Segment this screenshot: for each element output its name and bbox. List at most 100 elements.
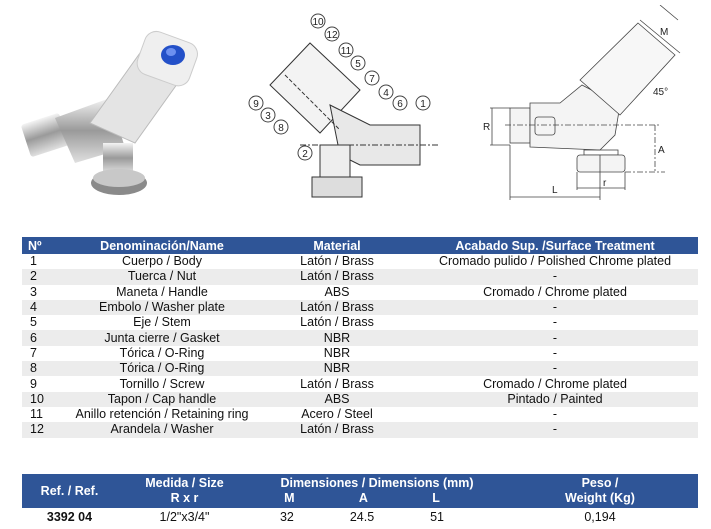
part-material: Latón / Brass <box>262 269 412 285</box>
part-name: Junta cierre / Gasket <box>62 330 262 346</box>
part-name: Tórica / O-Ring <box>62 361 262 377</box>
callout-8: 8 <box>273 119 289 135</box>
part-treatment: - <box>412 330 698 346</box>
part-number: 7 <box>30 345 37 360</box>
part-material: Latón / Brass <box>300 254 374 269</box>
col-weight: Peso /Weight (Kg) <box>502 474 698 508</box>
part-name: Anillo retención / Retaining ring <box>75 407 249 422</box>
part-treatment: Cromado / Chrome plated <box>483 376 627 391</box>
part-material: ABS <box>262 391 412 407</box>
part-name: Maneta / Handle <box>116 284 208 299</box>
col-treatment: Acabado Sup. /Surface Treatment <box>412 237 698 254</box>
part-name: Arandela / Washer <box>62 422 262 438</box>
callout-7: 7 <box>364 70 380 86</box>
svg-text:9: 9 <box>253 99 259 110</box>
part-material: NBR <box>262 330 412 346</box>
callout-9: 9 <box>248 95 264 111</box>
part-treatment: - <box>412 269 698 285</box>
col-number: Nº <box>22 237 62 254</box>
part-material: Latón / Brass <box>300 376 374 391</box>
part-treatment: - <box>412 422 698 438</box>
a-value: 24.5 <box>349 510 375 524</box>
col-ref: Ref. / Ref. <box>22 474 117 508</box>
part-treatment: Cromado / Chrome plated <box>483 284 627 299</box>
part-number: 2 <box>22 269 62 285</box>
m-value: 32 <box>279 510 294 524</box>
parts-table-header: Nº Denominación/Name Material Acabado Su… <box>22 237 698 254</box>
part-name: Tuerca / Nut <box>62 269 262 285</box>
part-material: ABS <box>324 284 350 299</box>
svg-text:1: 1 <box>420 99 426 110</box>
callout-11: 11 <box>338 42 354 58</box>
weight-value: 0,194 <box>584 510 616 524</box>
size-sub: R x r <box>170 491 199 505</box>
part-material: NBR <box>323 345 351 360</box>
part-material: Acero / Steel <box>301 407 373 422</box>
size-value: 1/2"x3/4" <box>159 510 210 524</box>
part-material: Latón / Brass <box>262 299 412 316</box>
dim-label-m: M <box>660 27 668 38</box>
part-number: 6 <box>22 330 62 346</box>
callout-1: 1 <box>415 95 431 111</box>
part-name: Tórica / O-Ring <box>119 345 205 360</box>
dim-label-r-lower: r <box>603 178 607 189</box>
svg-text:7: 7 <box>369 74 375 85</box>
callout-2: 2 <box>297 145 313 161</box>
dim-m: M <box>284 491 295 505</box>
table-row: 3392 04 1/2"x3/4" 32 24.5 51 0,194 <box>22 508 698 526</box>
part-treatment: - <box>552 315 558 330</box>
dims-values: 32 24.5 51 <box>252 508 502 526</box>
svg-text:12: 12 <box>326 30 338 41</box>
svg-text:3: 3 <box>265 111 271 122</box>
part-callouts: 10 12 11 5 7 4 6 1 9 3 8 2 <box>248 13 431 161</box>
svg-text:2: 2 <box>302 149 308 160</box>
parts-table: Nº Denominación/Name Material Acabado Su… <box>22 237 698 438</box>
part-name: Tornillo / Screw <box>119 376 205 391</box>
size-label: Medida / Size <box>145 476 224 490</box>
part-number: 9 <box>30 376 37 391</box>
part-treatment: - <box>412 299 698 316</box>
l-value: 51 <box>430 510 444 524</box>
dim-label-r-upper: R <box>483 122 490 133</box>
part-number: 3 <box>30 284 37 299</box>
callout-12: 12 <box>324 26 340 42</box>
callout-3: 3 <box>260 107 276 123</box>
part-name: Tapon / Cap handle <box>62 391 262 407</box>
callout-10: 10 <box>310 13 326 29</box>
part-treatment: - <box>552 407 558 422</box>
part-material: NBR <box>262 361 412 377</box>
part-name: Embolo / Washer plate <box>62 299 262 316</box>
ref-value: 3392 04 <box>46 510 93 524</box>
part-number: 12 <box>22 422 62 438</box>
callout-5: 5 <box>350 55 366 71</box>
dim-label-angle: 45° <box>653 87 668 98</box>
weight-label: Peso / <box>581 476 619 490</box>
part-treatment: Cromado pulido / Polished Chrome plated <box>438 254 672 269</box>
col-name: Denominación/Name <box>62 237 262 254</box>
svg-text:4: 4 <box>383 88 389 99</box>
part-treatment: - <box>412 361 698 377</box>
dim-label-l: L <box>552 185 558 196</box>
svg-text:11: 11 <box>341 46 352 57</box>
callout-6: 6 <box>392 95 408 111</box>
col-material: Material <box>262 237 412 254</box>
table-row: 3 Maneta / Handle ABS Cromado / Chrome plat… <box>22 285 698 300</box>
dimension-drawing: R A L r M 45° <box>483 5 681 200</box>
part-treatment: - <box>552 345 558 360</box>
dim-a: A <box>358 491 368 505</box>
product-photo <box>21 30 198 195</box>
dims-label: Dimensiones / Dimensions (mm) <box>280 476 474 490</box>
weight-sub: Weight (Kg) <box>565 491 635 505</box>
part-number: 10 <box>22 391 62 407</box>
part-number: 8 <box>22 361 62 377</box>
